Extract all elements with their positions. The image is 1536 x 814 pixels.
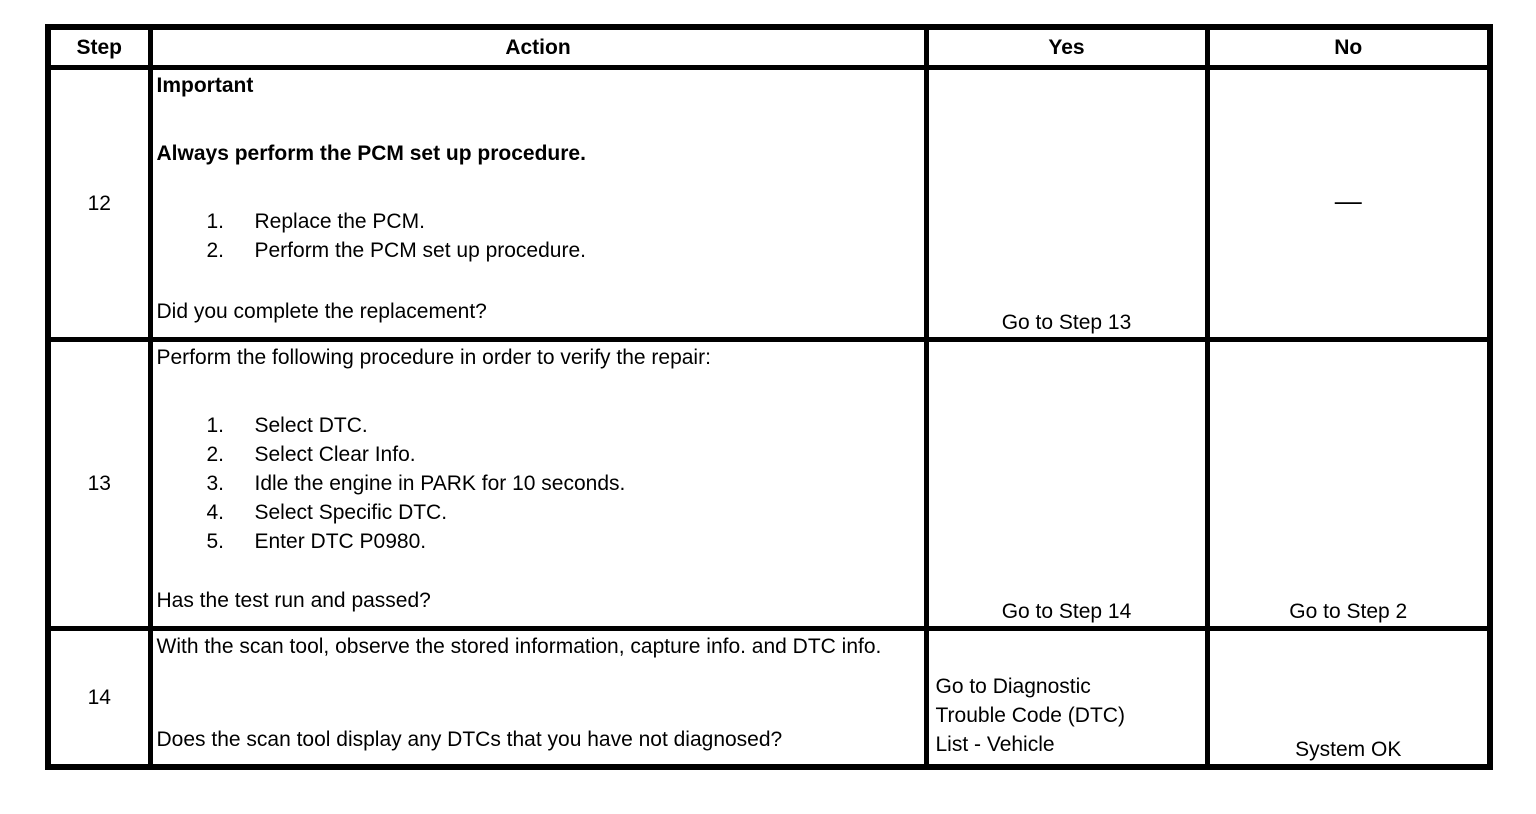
list-item-text: Select Specific DTC. bbox=[254, 500, 448, 524]
list-item-number: 2. bbox=[206, 442, 225, 466]
no-cell: — bbox=[1204, 64, 1493, 342]
list-item-number: 5. bbox=[206, 529, 225, 553]
column-header-action: Action bbox=[147, 24, 929, 70]
column-header-step: Step bbox=[45, 24, 153, 70]
table-row-step-14: 14 With the scan tool, observe the store… bbox=[45, 625, 1493, 770]
yes-cell: Go to Step 13 bbox=[923, 64, 1210, 342]
list-item-text: Enter DTC P0980. bbox=[254, 529, 427, 553]
step-number: 13 bbox=[87, 472, 111, 495]
list-item: 3. Idle the engine in PARK for 10 second… bbox=[157, 469, 916, 498]
yes-result-text: Go to Diagnostic Trouble Code (DTC) List… bbox=[935, 675, 1125, 756]
list-item: 2. Perform the PCM set up procedure. bbox=[157, 236, 916, 265]
procedure-intro: Perform the following procedure in order… bbox=[156, 345, 711, 369]
em-dash: — bbox=[1334, 186, 1362, 216]
no-cell: Go to Step 2 bbox=[1204, 336, 1493, 631]
numbered-list: 1. Replace the PCM. 2. Perform the PCM s… bbox=[157, 207, 916, 265]
action-question: Did you complete the replacement? bbox=[156, 299, 487, 323]
step-cell: 12 bbox=[45, 64, 153, 342]
diagnostic-step-table: Step Action Yes No 12 Important Always p… bbox=[45, 24, 1493, 770]
step-cell: 13 bbox=[45, 336, 153, 631]
action-content: Perform the following procedure in order… bbox=[155, 344, 921, 621]
list-item: 4. Select Specific DTC. bbox=[157, 498, 916, 527]
list-item-number: 2. bbox=[206, 238, 225, 262]
list-item-text: Idle the engine in PARK for 10 seconds. bbox=[254, 471, 626, 495]
pcm-setup-heading: Always perform the PCM set up procedure. bbox=[156, 141, 586, 165]
yes-cell: Go to Diagnostic Trouble Code (DTC) List… bbox=[923, 625, 1210, 770]
step-number: 14 bbox=[87, 685, 111, 709]
table-header-row: Step Action Yes No bbox=[45, 24, 1493, 70]
list-item-number: 3. bbox=[206, 471, 225, 495]
list-item: 1. Select DTC. bbox=[157, 411, 916, 440]
action-content: Important Always perform the PCM set up … bbox=[155, 72, 921, 332]
no-cell: System OK bbox=[1204, 625, 1493, 770]
list-item-number: 1. bbox=[206, 209, 225, 233]
action-cell: With the scan tool, observe the stored i… bbox=[147, 625, 929, 770]
yes-result-text: Go to Step 13 bbox=[1001, 310, 1132, 334]
step-cell: 14 bbox=[45, 625, 153, 770]
yes-cell: Go to Step 14 bbox=[923, 336, 1210, 631]
action-question: Has the test run and passed? bbox=[156, 588, 431, 612]
scan-tool-intro: With the scan tool, observe the stored i… bbox=[156, 634, 882, 658]
action-question: Does the scan tool display any DTCs that… bbox=[156, 727, 783, 751]
yes-result-text: Go to Step 14 bbox=[1001, 599, 1132, 623]
diagnostic-table-container: Step Action Yes No 12 Important Always p… bbox=[45, 24, 1493, 770]
no-result-text: System OK bbox=[1295, 738, 1402, 761]
list-item-text: Select Clear Info. bbox=[254, 442, 416, 466]
column-header-no: No bbox=[1204, 24, 1493, 70]
important-heading: Important bbox=[156, 73, 254, 97]
no-result-text: Go to Step 2 bbox=[1289, 599, 1408, 623]
list-item-text: Perform the PCM set up procedure. bbox=[254, 238, 586, 262]
list-item-number: 1. bbox=[206, 413, 225, 437]
list-item-text: Replace the PCM. bbox=[254, 209, 425, 233]
numbered-list: 1. Select DTC. 2. Select Clear Info. 3. … bbox=[157, 411, 916, 556]
column-header-yes: Yes bbox=[923, 24, 1210, 70]
action-cell: Important Always perform the PCM set up … bbox=[147, 64, 929, 342]
step-number: 12 bbox=[87, 191, 111, 215]
action-content: With the scan tool, observe the stored i… bbox=[155, 633, 921, 760]
list-item: 2. Select Clear Info. bbox=[157, 440, 916, 469]
table-row-step-13: 13 Perform the following procedure in or… bbox=[45, 336, 1493, 631]
list-item: 1. Replace the PCM. bbox=[157, 207, 916, 236]
list-item-text: Select DTC. bbox=[254, 413, 368, 437]
table-row-step-12: 12 Important Always perform the PCM set … bbox=[45, 64, 1493, 342]
action-cell: Perform the following procedure in order… bbox=[147, 336, 929, 631]
list-item-number: 4. bbox=[206, 500, 225, 524]
list-item: 5. Enter DTC P0980. bbox=[157, 527, 916, 556]
